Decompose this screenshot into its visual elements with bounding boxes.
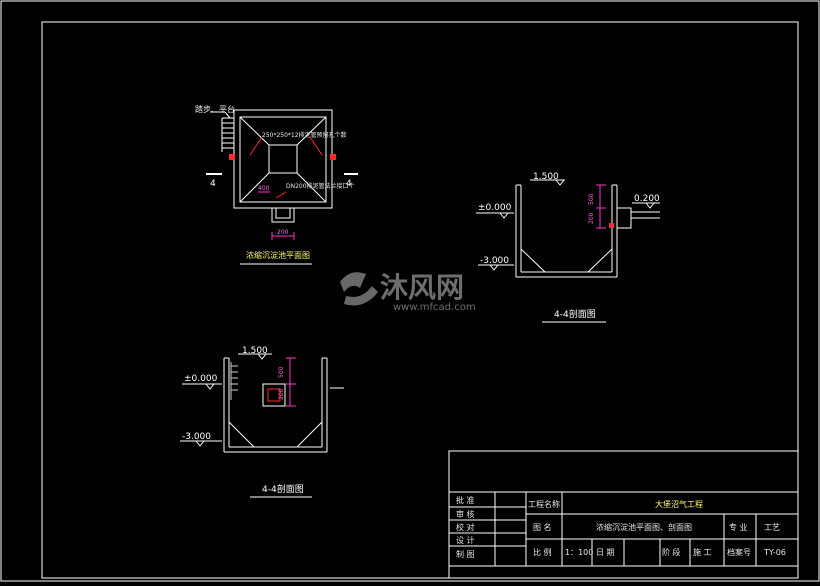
watermark-logo-icon xyxy=(340,272,378,306)
left-elev-ground: ±0.000 xyxy=(184,374,218,384)
section-left: 1.500 ±0.000 -3.000 500 200 4-4剖面图 xyxy=(180,346,344,498)
drawing-name: 浓缩沉淀池平面图、剖面图 xyxy=(596,522,692,532)
plan-sump xyxy=(271,207,295,223)
scale-value: 1：100 xyxy=(565,548,593,557)
plan-inner-wall xyxy=(239,116,327,203)
left-dim-b: 200 xyxy=(278,388,285,400)
left-dim-a: 500 xyxy=(278,366,285,378)
sheet-label: 档案号 xyxy=(727,547,751,557)
watermark-url: www.mfcad.com xyxy=(393,302,476,313)
date-label: 日 期 xyxy=(596,548,615,557)
left-elev-bottom: -3.000 xyxy=(182,432,211,442)
title-row-check: 校 对 xyxy=(456,522,475,532)
right-elev-ground: ±0.000 xyxy=(478,203,512,213)
plan-hopper-bottom xyxy=(268,144,298,174)
right-elev-outlet: 0.200 xyxy=(634,194,660,204)
project-name: 大堡沼气工程 xyxy=(655,499,703,509)
title-row-approve: 批 准 xyxy=(456,495,475,505)
plan-pipe-label-1: 250*250*12排泥管预留孔个数 xyxy=(262,131,347,139)
stage-label: 阶 段 xyxy=(662,547,681,557)
plan-dim-inner: 400 xyxy=(258,185,270,192)
right-elev-bottom: -3.000 xyxy=(480,256,509,266)
left-stair xyxy=(230,362,238,400)
watermark: 沐风网 www.mfcad.com xyxy=(340,271,476,313)
plan-pipe-hole-right xyxy=(330,154,336,160)
section-right: 1.500 ±0.000 -3.000 0.200 500 200 4-4剖面图 xyxy=(476,172,660,323)
plan-pipe-label-2: DN200排泥管法兰接口个 xyxy=(286,182,355,190)
right-dim-b: 200 xyxy=(588,212,595,224)
left-opening xyxy=(262,383,286,407)
sheet-value: TY-06 xyxy=(763,548,786,557)
title-row-review: 审 核 xyxy=(456,509,475,519)
inner-frame xyxy=(41,21,799,579)
title-block: 批 准 审 核 校 对 设 计 制 图 工程名称 大堡沼气工程 图 名 浓缩沉淀… xyxy=(448,450,799,579)
plan-dim-bottom: 200 xyxy=(277,229,289,236)
outlet-pipe-hole xyxy=(609,223,614,228)
scale-label: 比 例 xyxy=(533,547,552,557)
left-elev-top: 1.500 xyxy=(242,346,268,356)
plan-pipe-hole-left xyxy=(229,154,235,160)
watermark-brand: 沐风网 xyxy=(380,271,464,304)
plan-caption: 浓缩沉淀池平面图 xyxy=(246,250,310,260)
right-caption: 4-4剖面图 xyxy=(554,308,596,320)
outlet-box xyxy=(616,207,632,229)
discipline-value: 工艺 xyxy=(764,523,780,532)
plan-stair xyxy=(210,111,234,152)
section-mark-left: 4 xyxy=(210,179,216,189)
discipline-label: 专 业 xyxy=(729,522,748,532)
title-row-design: 设 计 xyxy=(456,535,475,545)
title-row-draw: 制 图 xyxy=(456,549,475,559)
drawing-label: 图 名 xyxy=(533,522,552,532)
left-caption: 4-4剖面图 xyxy=(262,483,304,495)
right-elev-top: 1.500 xyxy=(533,172,559,182)
stage-value: 施 工 xyxy=(693,547,712,557)
plan-view: 踏步、平台 250*250*12排泥管预留孔个数 DN200排泥管法兰接口个 4… xyxy=(195,104,358,265)
section-mark-right: 4 xyxy=(346,179,352,189)
project-label: 工程名称 xyxy=(528,499,560,509)
right-dim-a: 500 xyxy=(588,193,595,205)
plan-stair-label: 踏步、平台 xyxy=(195,104,235,114)
